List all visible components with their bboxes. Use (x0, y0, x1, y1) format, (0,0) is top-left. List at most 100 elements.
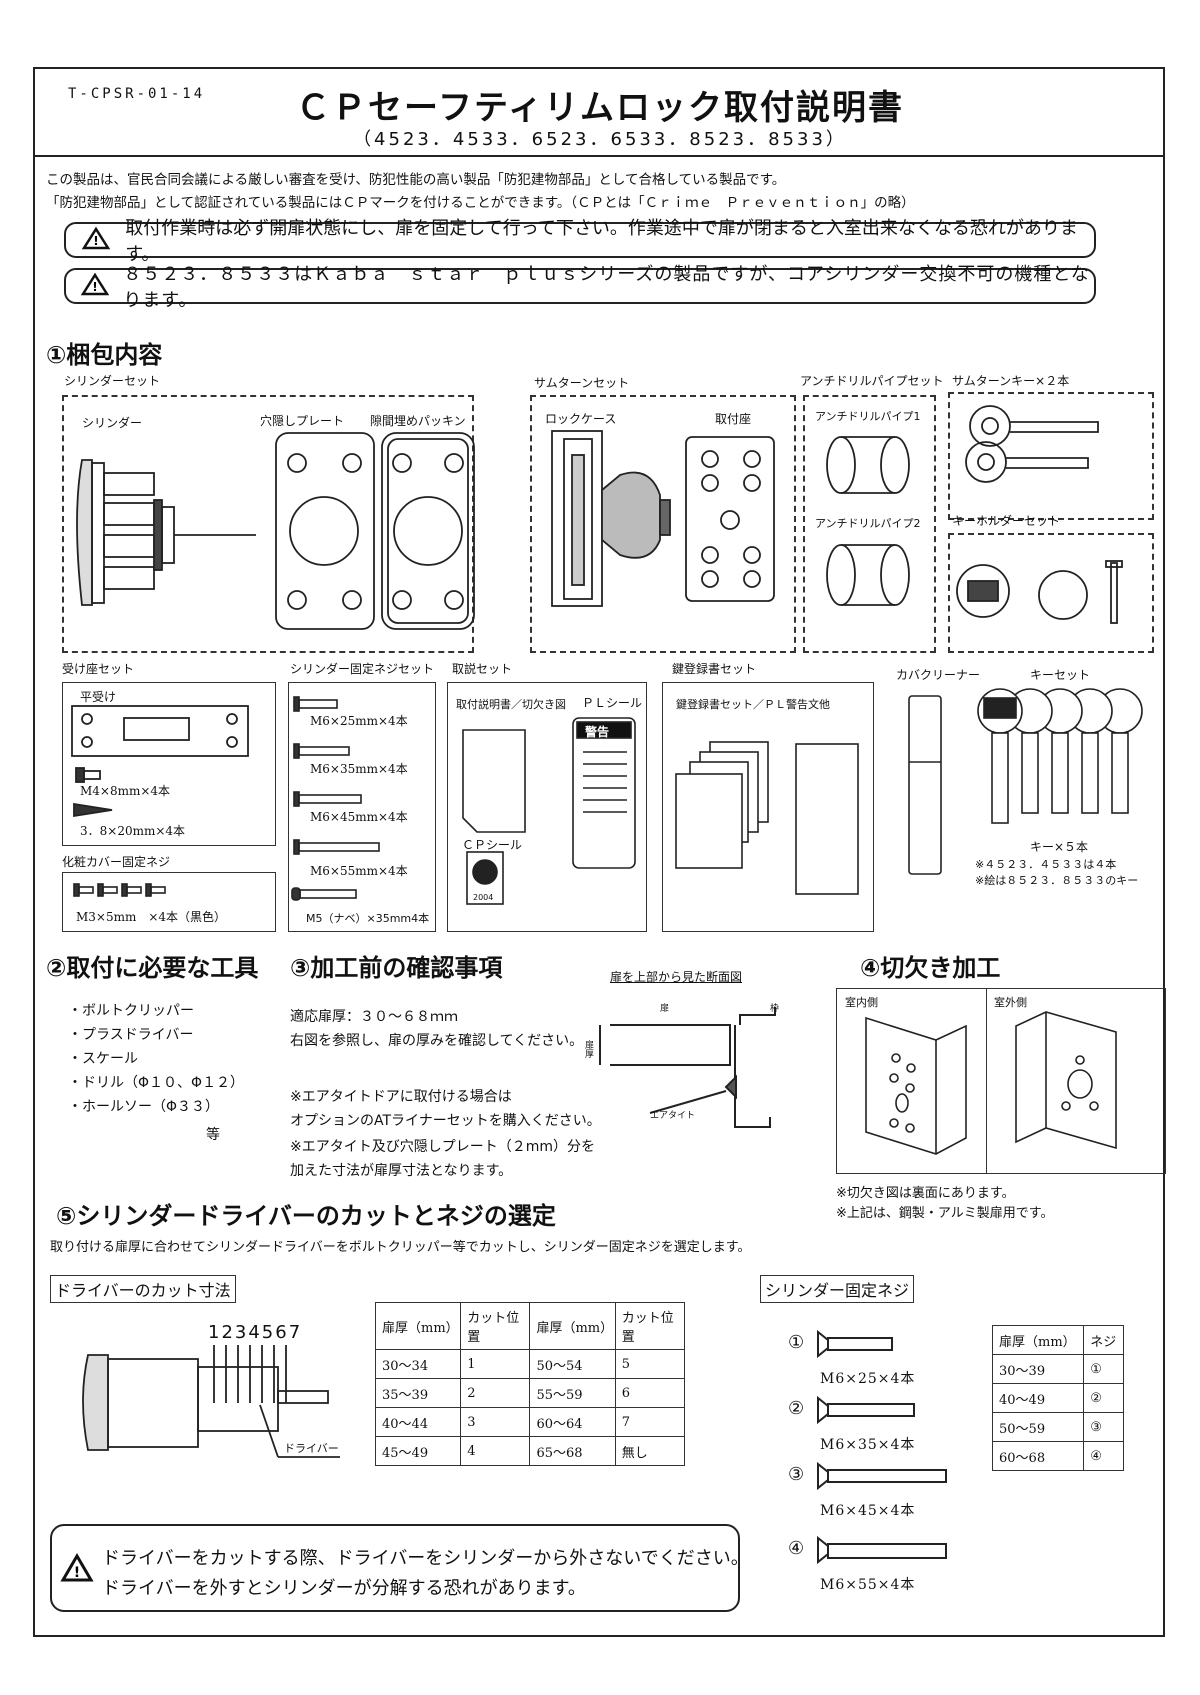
cut-table-cell: 65～68 (529, 1436, 616, 1466)
screw-spec-2: M6×35×4本 (820, 1437, 916, 1453)
strike-screw-1: M4×8mm×4本 (80, 784, 171, 798)
page-title: ＣＰセーフティリムロック取付説明書 (296, 88, 904, 128)
strike-screw-2: 3．8×20mm×4本 (80, 824, 186, 838)
cut-table-cell: 4 (460, 1436, 531, 1466)
notch-note-1: ※切欠き図は裏面にあります。 (836, 1186, 1015, 1201)
flat-strike-label: 平受け (80, 690, 117, 704)
model-numbers: （4523．4533．6523．6533．8523．8533） (353, 129, 847, 150)
tools-etc: 等 (206, 1127, 220, 1143)
cut-table-cell: 60～64 (529, 1407, 616, 1437)
cut-position-numbers: 1234567 (208, 1322, 303, 1343)
cylinder-set-box (62, 395, 474, 653)
section-5-title: ⑤シリンダードライバーのカットとネジの選定 (56, 1202, 556, 1230)
warning-icon: ! (76, 272, 113, 300)
section-diagram-title: 扉を上部から見た断面図 (610, 970, 743, 984)
antidrill-set-box (803, 395, 936, 653)
driver-cut-drawing (82, 1345, 340, 1458)
key-note-1: ※４５２３．４５３３は４本 (975, 858, 1117, 871)
cover-screw-label: 化粧カバー固定ネジ (62, 855, 171, 869)
tool-1: ・ボルトクリッパー (68, 1003, 194, 1019)
inside-label: 室内側 (845, 996, 878, 1009)
cut-table-cell: 2 (460, 1378, 531, 1408)
cover-cleaner-drawing (908, 695, 942, 875)
cut-table-cell: 7 (614, 1407, 686, 1437)
antidrill-set-label: アンチドリルパイプセット (800, 374, 944, 388)
screw-num-3: ③ (788, 1464, 805, 1485)
strike-set-box (62, 682, 276, 846)
key-reg-set-label: 鍵登録書セット (672, 662, 757, 676)
keyholder-drawing (956, 560, 1123, 624)
notch-note-2: ※上記は、鋼製・アルミ製扉用です。 (836, 1206, 1054, 1221)
notch-box (836, 988, 1166, 1174)
keyholder-set-box (948, 533, 1154, 653)
section-3-title: ③加工前の確認事項 (290, 954, 503, 982)
cut-table-cell: 55～59 (529, 1378, 616, 1408)
cyl-screw-2: M6×35mm×4本 (310, 762, 408, 776)
airtight-note-2a: ※エアタイト及び穴隠しプレート（２mm）分を (290, 1139, 596, 1155)
key-note-2: ※絵は８５２３．８５３３のキー (975, 874, 1139, 887)
strike-drawing (71, 705, 249, 818)
screw-selection-title: シリンダー固定ネジ (760, 1275, 915, 1303)
door-section-diagram (599, 1007, 776, 1128)
intro-line-2: 「防犯建物部品」として認証されている製品にはＣＰマークを付けることができます。（… (46, 195, 915, 211)
cut-table-cell: 35～39 (374, 1378, 462, 1408)
warning-text-1: 取付作業時は必ず開扉状態にし、扉を固定して行って下さい。作業途中で扉が閉まると入… (125, 218, 1078, 265)
notch-divider (986, 988, 987, 1174)
driver-label: ドライバー (284, 1442, 339, 1455)
antidrill-pipe-2-label: アンチドリルパイプ2 (815, 517, 921, 530)
cut-table-cell: 3 (460, 1407, 531, 1437)
manual-set-drawing (462, 717, 636, 905)
cyl-screw-3: M6×45mm×4本 (310, 810, 408, 824)
document-id: T-CPSR-01-14 (68, 86, 206, 102)
warning-box-2: ! ８５２３．８５３３はＫａｂａ ｓｔａｒ ｐｌｕｓシリーズの製品ですが、コアシ… (64, 264, 1096, 311)
key-count: キー×５本 (1030, 840, 1089, 854)
cut-table-header: 扉厚（mm） (374, 1302, 462, 1350)
cut-table: 扉厚（mm） カット位置 扉厚（mm） カット位置 30～34 1 50～54 … (374, 1302, 686, 1466)
cut-table-cell: 45～49 (374, 1436, 462, 1466)
screw-table-cell: ④ (1083, 1441, 1124, 1471)
screw-table: 扉厚（mm） ネジ 30～39 ① 40～49 ② 50～59 ③ 60～68 … (991, 1325, 1124, 1471)
outside-label: 室外側 (994, 996, 1027, 1009)
door-label: 扉 (660, 1004, 670, 1014)
cover-screw-box (62, 872, 276, 932)
manual-set-label: 取説セット (452, 662, 513, 676)
cylinder-label: シリンダー (82, 416, 143, 430)
pl-warning-text: 警告 (585, 725, 610, 739)
frame-label: 枠 (770, 1004, 780, 1014)
screw-table-cell: 50～59 (991, 1412, 1085, 1442)
tool-2: ・プラスドライバー (68, 1027, 194, 1043)
screw-spec-4: M6×55×4本 (820, 1577, 916, 1593)
warning-icon: ! (76, 226, 115, 254)
screw-table-header: ネジ (1083, 1325, 1124, 1355)
antidrill-drawing (826, 436, 910, 606)
cp-seal-year: 2004 (473, 893, 494, 902)
cut-table-cell: 無し (614, 1436, 686, 1466)
screw-num-4: ④ (788, 1538, 805, 1559)
tool-5: ・ホールソー（Φ３３） (68, 1099, 220, 1115)
screw-table-cell: ③ (1083, 1412, 1124, 1442)
tool-4: ・ドリル（Φ１０、Φ１２） (68, 1075, 245, 1091)
notch-drawing (865, 1011, 1117, 1155)
cut-table-cell: 40～44 (374, 1407, 462, 1437)
screw-spec-3: M6×45×4本 (820, 1503, 916, 1519)
cyl-screw-set-box (288, 682, 436, 932)
cut-table-cell: 1 (460, 1349, 531, 1379)
key-set-drawing (977, 688, 1143, 824)
section-4-title: ④切欠き加工 (860, 954, 1001, 982)
gap-packing-label: 隙間埋めパッキン (370, 414, 466, 428)
lock-case-label: ロックケース (545, 412, 617, 426)
pl-seal-label: ＰＬシール (582, 696, 643, 710)
screw-table-header: 扉厚（mm） (991, 1325, 1085, 1355)
cover-screw-drawing (73, 883, 166, 897)
key-set-label: キーセット (1030, 668, 1091, 682)
warning-icon: ! (60, 1553, 94, 1582)
page-frame (33, 67, 1165, 1637)
intro-line-1: この製品は、官民合同会議による厳しい審査を受け、防犯性能の高い製品「防犯建物部品… (46, 172, 786, 188)
tool-3: ・スケール (68, 1051, 138, 1067)
strike-set-label: 受け座セット (62, 662, 135, 676)
key-reg-set-box (662, 682, 874, 932)
airtight-note-1a: ※エアタイトドアに取付ける場合は (290, 1089, 512, 1105)
thickness-label: 扉厚 (583, 1040, 593, 1058)
driver-caution-box (50, 1524, 740, 1612)
cut-table-cell: 5 (614, 1349, 686, 1379)
